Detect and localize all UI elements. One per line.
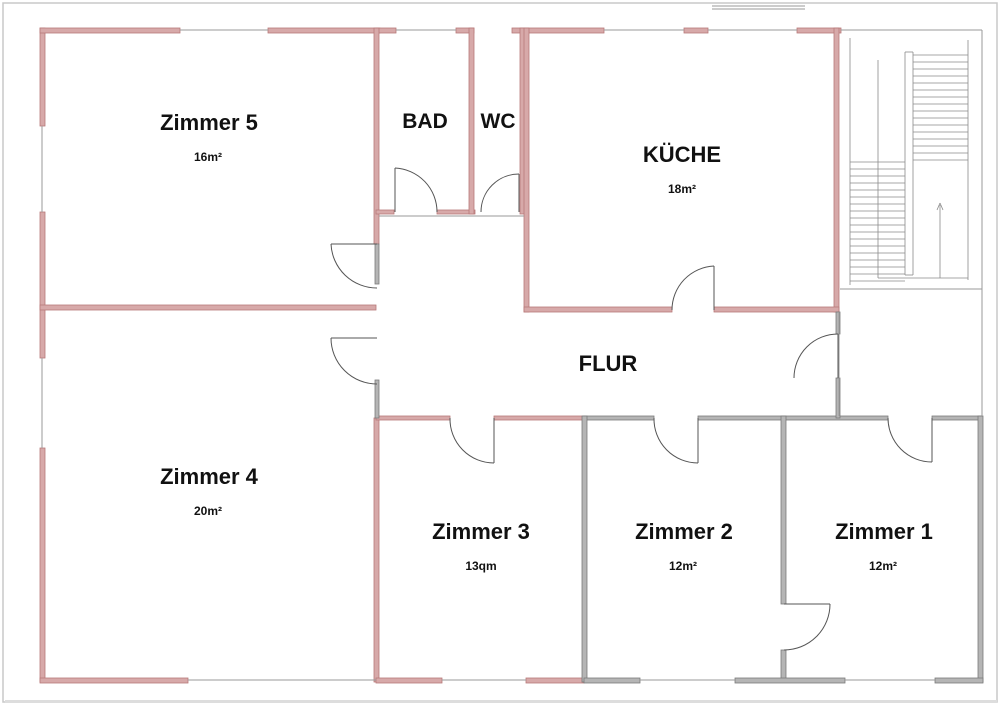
grey-walls	[374, 243, 984, 684]
wall-kueche-left	[523, 27, 530, 313]
wall-bottom-grey-2	[734, 677, 846, 684]
wall-bad-bottom	[375, 209, 395, 215]
staircase	[849, 38, 969, 285]
door-zimmer4	[330, 337, 378, 385]
wall-z3-top-1	[375, 415, 451, 421]
door-zimmer5	[330, 243, 378, 289]
wall-flur-bottom-2	[697, 415, 889, 421]
door-zimmer3	[449, 417, 495, 464]
wall-top-2	[267, 27, 381, 34]
wall-bottom-grey-1	[583, 677, 641, 684]
door-wc	[480, 173, 520, 213]
pink-walls	[39, 27, 842, 684]
wall-bottom-1	[39, 677, 189, 684]
door-kueche	[671, 265, 715, 311]
door-z1-z2	[783, 603, 831, 651]
doors	[330, 167, 933, 651]
wall-z2-z1-lower	[780, 649, 787, 683]
door-zimmer2	[653, 417, 699, 464]
wall-z3-z2	[581, 415, 588, 683]
wall-flur-bottom-1	[583, 415, 655, 421]
wall-kueche-bottom-2	[713, 306, 840, 313]
wall-z2-z1-upper	[780, 415, 787, 605]
wall-kueche-bottom-1	[523, 306, 673, 313]
wall-flur-left-lower	[374, 379, 380, 419]
thin-lines	[41, 5, 983, 681]
door-zimmer1	[887, 417, 933, 463]
wall-right	[977, 415, 984, 683]
stair-arrow-head-1	[936, 202, 941, 211]
wall-left-block-right-bottom	[373, 417, 380, 683]
wall-flur-bottom-3	[931, 415, 983, 421]
wall-bottom-2	[375, 677, 443, 684]
wall-z3-top-2	[493, 415, 585, 421]
stair-arrow-head-2	[939, 202, 944, 211]
wall-bottom-3	[525, 677, 585, 684]
wall-left-mid	[39, 211, 46, 359]
wall-top-1	[39, 27, 181, 34]
wall-bad-wc	[468, 27, 475, 215]
wall-left-bottom	[39, 447, 46, 683]
wall-kueche-right	[833, 27, 840, 313]
door-stairwell	[793, 333, 839, 379]
page-frame-shadow	[5, 700, 997, 703]
door-bad	[394, 167, 438, 213]
wall-bottom-grey-3	[934, 677, 984, 684]
wall-z5-z4	[39, 304, 377, 311]
wall-flur-left-upper	[374, 243, 380, 285]
wall-left-top	[39, 27, 46, 127]
wall-top-6	[683, 27, 709, 34]
